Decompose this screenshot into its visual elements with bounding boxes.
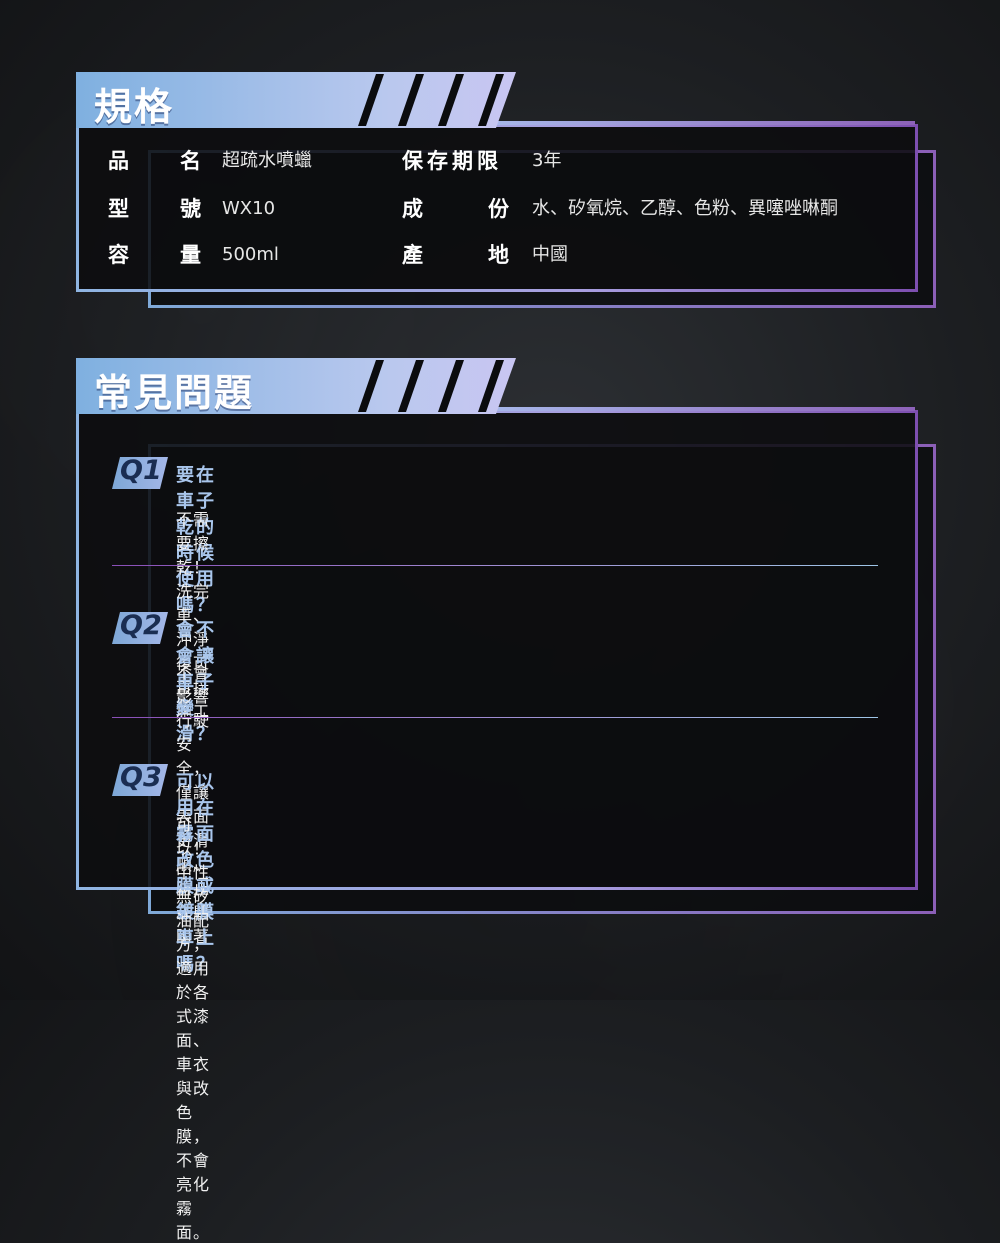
spec-row-name: 品名 超疏水噴蠟: [108, 146, 388, 176]
question-text: 可以用在霧面改色膜或鍍膜車上嗎？: [176, 772, 216, 975]
question-badge: Q3: [112, 764, 168, 796]
faq-heading: 常見問題: [94, 371, 255, 415]
spec-row-origin: 產地 中國: [402, 240, 902, 270]
spec-value: 500ml: [222, 244, 279, 265]
answer-text: 不需要擦乾！洗完車、沖淨後可直接施工: [176, 510, 211, 721]
spec-label: 保存期限: [402, 149, 502, 173]
spec-row-volume: 容量 500ml: [108, 240, 388, 270]
faq-header-line: [490, 407, 915, 411]
spec-value: 3年: [532, 150, 562, 171]
spec-value: 水、矽氧烷、乙醇、色粉、異噻唑啉酮: [532, 198, 838, 219]
faq-divider: [112, 565, 878, 566]
spec-header-line: [490, 121, 915, 125]
answer-text: 不會影響行駛安全，僅讓表面更滑順、防止灰塵附著: [176, 663, 211, 946]
spec-row-ingredients: 成份 水、矽氧烷、乙醇、色粉、異噻唑啉酮: [402, 194, 902, 224]
spec-value: 超疏水噴蠟: [222, 150, 312, 171]
spec-heading: 規格: [94, 85, 175, 129]
question-badge: Q2: [112, 612, 168, 644]
spec-value: WX10: [222, 198, 276, 219]
question-text: 要在車子乾的時候使用嗎？: [176, 465, 216, 616]
faq-frame: [76, 410, 918, 890]
answer-text: 可以！中性無矽油配方，適用於各式漆面、車衣與改色膜，不會亮化霧面。: [176, 815, 211, 1242]
spec-row-model: 型號 WX10: [108, 194, 388, 224]
spec-row-shelf-life: 保存期限 3年: [402, 146, 902, 176]
question-text: 會不會讓車子變滑？: [176, 620, 216, 745]
question-badge: Q1: [112, 457, 168, 489]
spec-frame: [76, 124, 918, 292]
faq-divider: [112, 717, 878, 718]
spec-value: 中國: [532, 244, 568, 265]
